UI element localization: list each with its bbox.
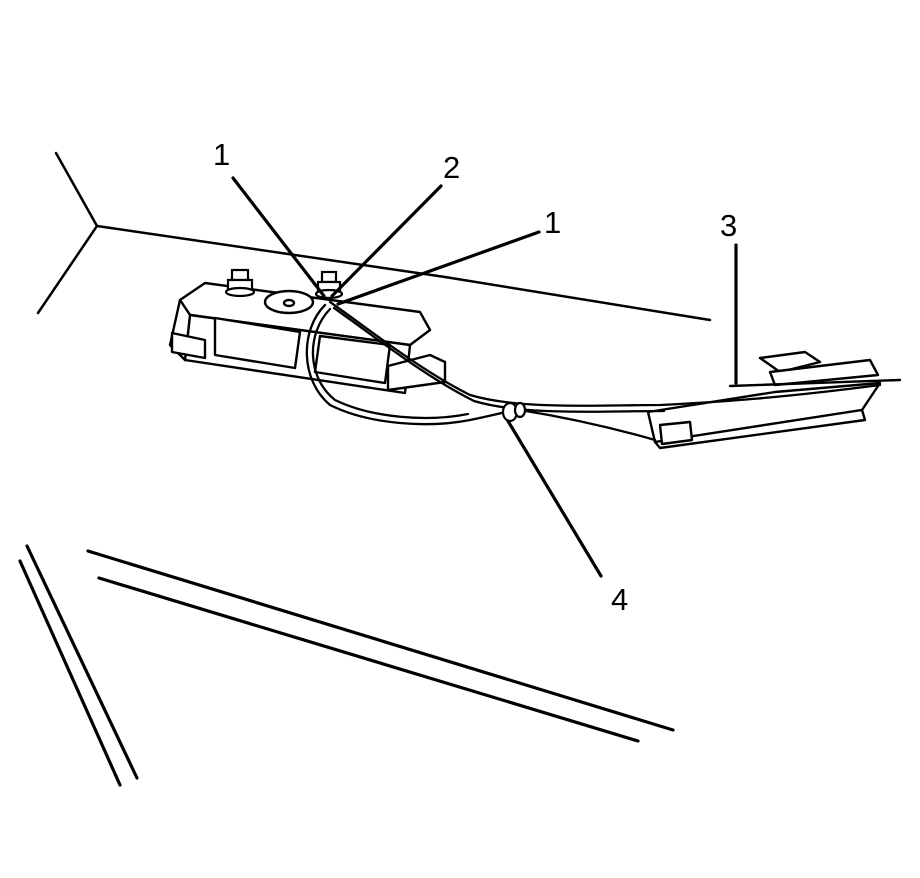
right-module [646,350,902,450]
callout-2: 2 [443,150,460,185]
mounting-nuts [224,268,344,300]
callout-1-left: 1 [213,137,230,172]
body-panel-lines [36,151,712,322]
callout-4: 4 [611,582,628,617]
left-module [168,281,447,395]
callout-3: 3 [720,208,737,243]
callout-1-right: 1 [544,205,561,240]
lower-panel-edges [18,544,675,787]
leader-lines [231,176,738,578]
cables [305,300,882,442]
cable-clip [501,401,527,423]
